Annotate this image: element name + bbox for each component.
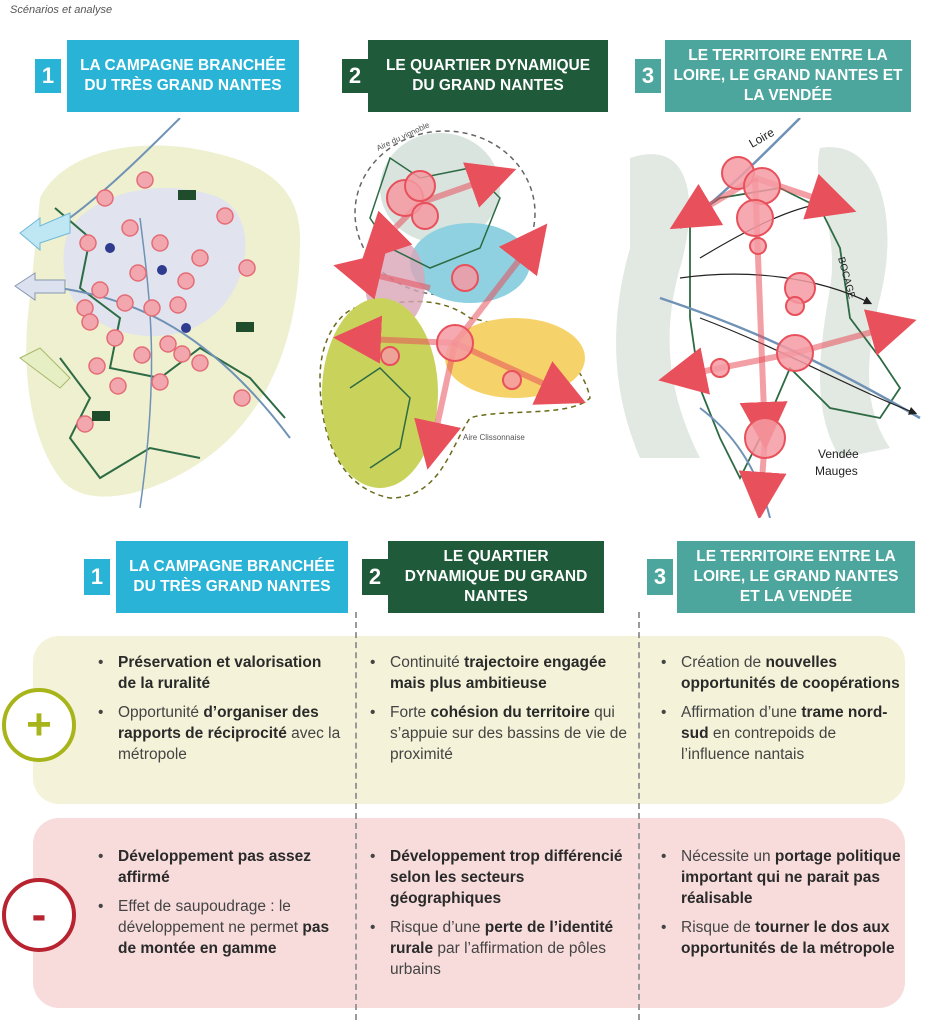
scenario-number: 3: [635, 59, 661, 93]
scenario-title: LE TERRITOIRE ENTRE LA LOIRE, LE GRAND N…: [677, 541, 915, 613]
scenario-title: LA CAMPAGNE BRANCHÉE DU TRÈS GRAND NANTE…: [67, 40, 299, 112]
map-header-2: 2 LE QUARTIER DYNAMIQUE DU GRAND NANTES: [342, 40, 608, 112]
page-label: Scénarios et analyse: [10, 4, 113, 16]
list-item: Développement pas assez affirmé: [92, 846, 342, 888]
column-divider: [638, 612, 640, 1020]
map-header-3: 3 LE TERRITOIRE ENTRE LA LOIRE, LE GRAND…: [635, 40, 911, 112]
advantages-col-2: Continuité trajectoire engagée mais plus…: [364, 652, 634, 773]
scenario-title: LE QUARTIER DYNAMIQUE DU GRAND NANTES: [368, 40, 608, 112]
list-item: Continuité trajectoire engagée mais plus…: [364, 652, 634, 694]
advantages-col-3: Création de nouvelles opportunités de co…: [655, 652, 905, 773]
mauges-label: Mauges: [815, 464, 858, 478]
list-item: Risque d’une perte de l’identité rurale …: [364, 917, 636, 980]
scenario-number: 2: [362, 559, 388, 595]
drawbacks-col-1: Développement pas assez affirmé Effet de…: [92, 846, 342, 967]
scenario-number: 1: [35, 59, 61, 93]
map-header-1: 1 LA CAMPAGNE BRANCHÉE DU TRÈS GRAND NAN…: [35, 40, 299, 112]
drawbacks-col-3: Nécessite un portage politique important…: [655, 846, 905, 967]
scenario-title: LA CAMPAGNE BRANCHÉE DU TRÈS GRAND NANTE…: [116, 541, 348, 613]
analysis-header-3: 3 LE TERRITOIRE ENTRE LA LOIRE, LE GRAND…: [647, 541, 915, 613]
analysis-header-1: 1 LA CAMPAGNE BRANCHÉE DU TRÈS GRAND NAN…: [84, 541, 348, 613]
list-item: Nécessite un portage politique important…: [655, 846, 905, 909]
scenario-title: LE TERRITOIRE ENTRE LA LOIRE, LE GRAND N…: [665, 40, 911, 112]
list-item: Création de nouvelles opportunités de co…: [655, 652, 905, 694]
list-item: Opportunité d’organiser des rapports de …: [92, 702, 342, 765]
scenario-maps: Aire du vignoble Aire Clissonnaise Loire…: [14, 118, 921, 518]
outward-arrows: [14, 212, 71, 389]
list-item: Préservation et valorisation de la rural…: [92, 652, 342, 694]
list-item: Risque de tourner le dos aux opportunité…: [655, 917, 905, 959]
aire-clissonnaise-label: Aire Clissonnaise: [463, 433, 525, 442]
list-item: Effet de saupoudrage : le développement …: [92, 896, 342, 959]
scenario-title: LE QUARTIER DYNAMIQUE DU GRAND NANTES: [388, 541, 604, 613]
drawbacks-col-2: Développement trop différencié selon les…: [364, 846, 636, 988]
list-item: Développement trop différencié selon les…: [364, 846, 636, 909]
list-item: Affirmation d’une trame nord-sud en cont…: [655, 702, 905, 765]
analysis-header-2: 2 LE QUARTIER DYNAMIQUE DU GRAND NANTES: [362, 541, 604, 613]
map-1: [14, 118, 300, 509]
scenario-number: 2: [342, 59, 368, 93]
vendee-label: Vendée: [818, 447, 859, 461]
map-3: Loire BOCAGE Vendée Mauges: [616, 118, 921, 518]
list-item: Forte cohésion du territoire qui s’appui…: [364, 702, 634, 765]
advantages-col-1: Préservation et valorisation de la rural…: [92, 652, 342, 773]
column-divider: [355, 612, 357, 1020]
scenario-number: 3: [647, 559, 673, 595]
scenario-number: 1: [84, 559, 110, 595]
map-2: Aire du vignoble Aire Clissonnaise: [319, 120, 591, 499]
minus-sign: -: [2, 878, 76, 952]
plus-sign: +: [2, 688, 76, 762]
